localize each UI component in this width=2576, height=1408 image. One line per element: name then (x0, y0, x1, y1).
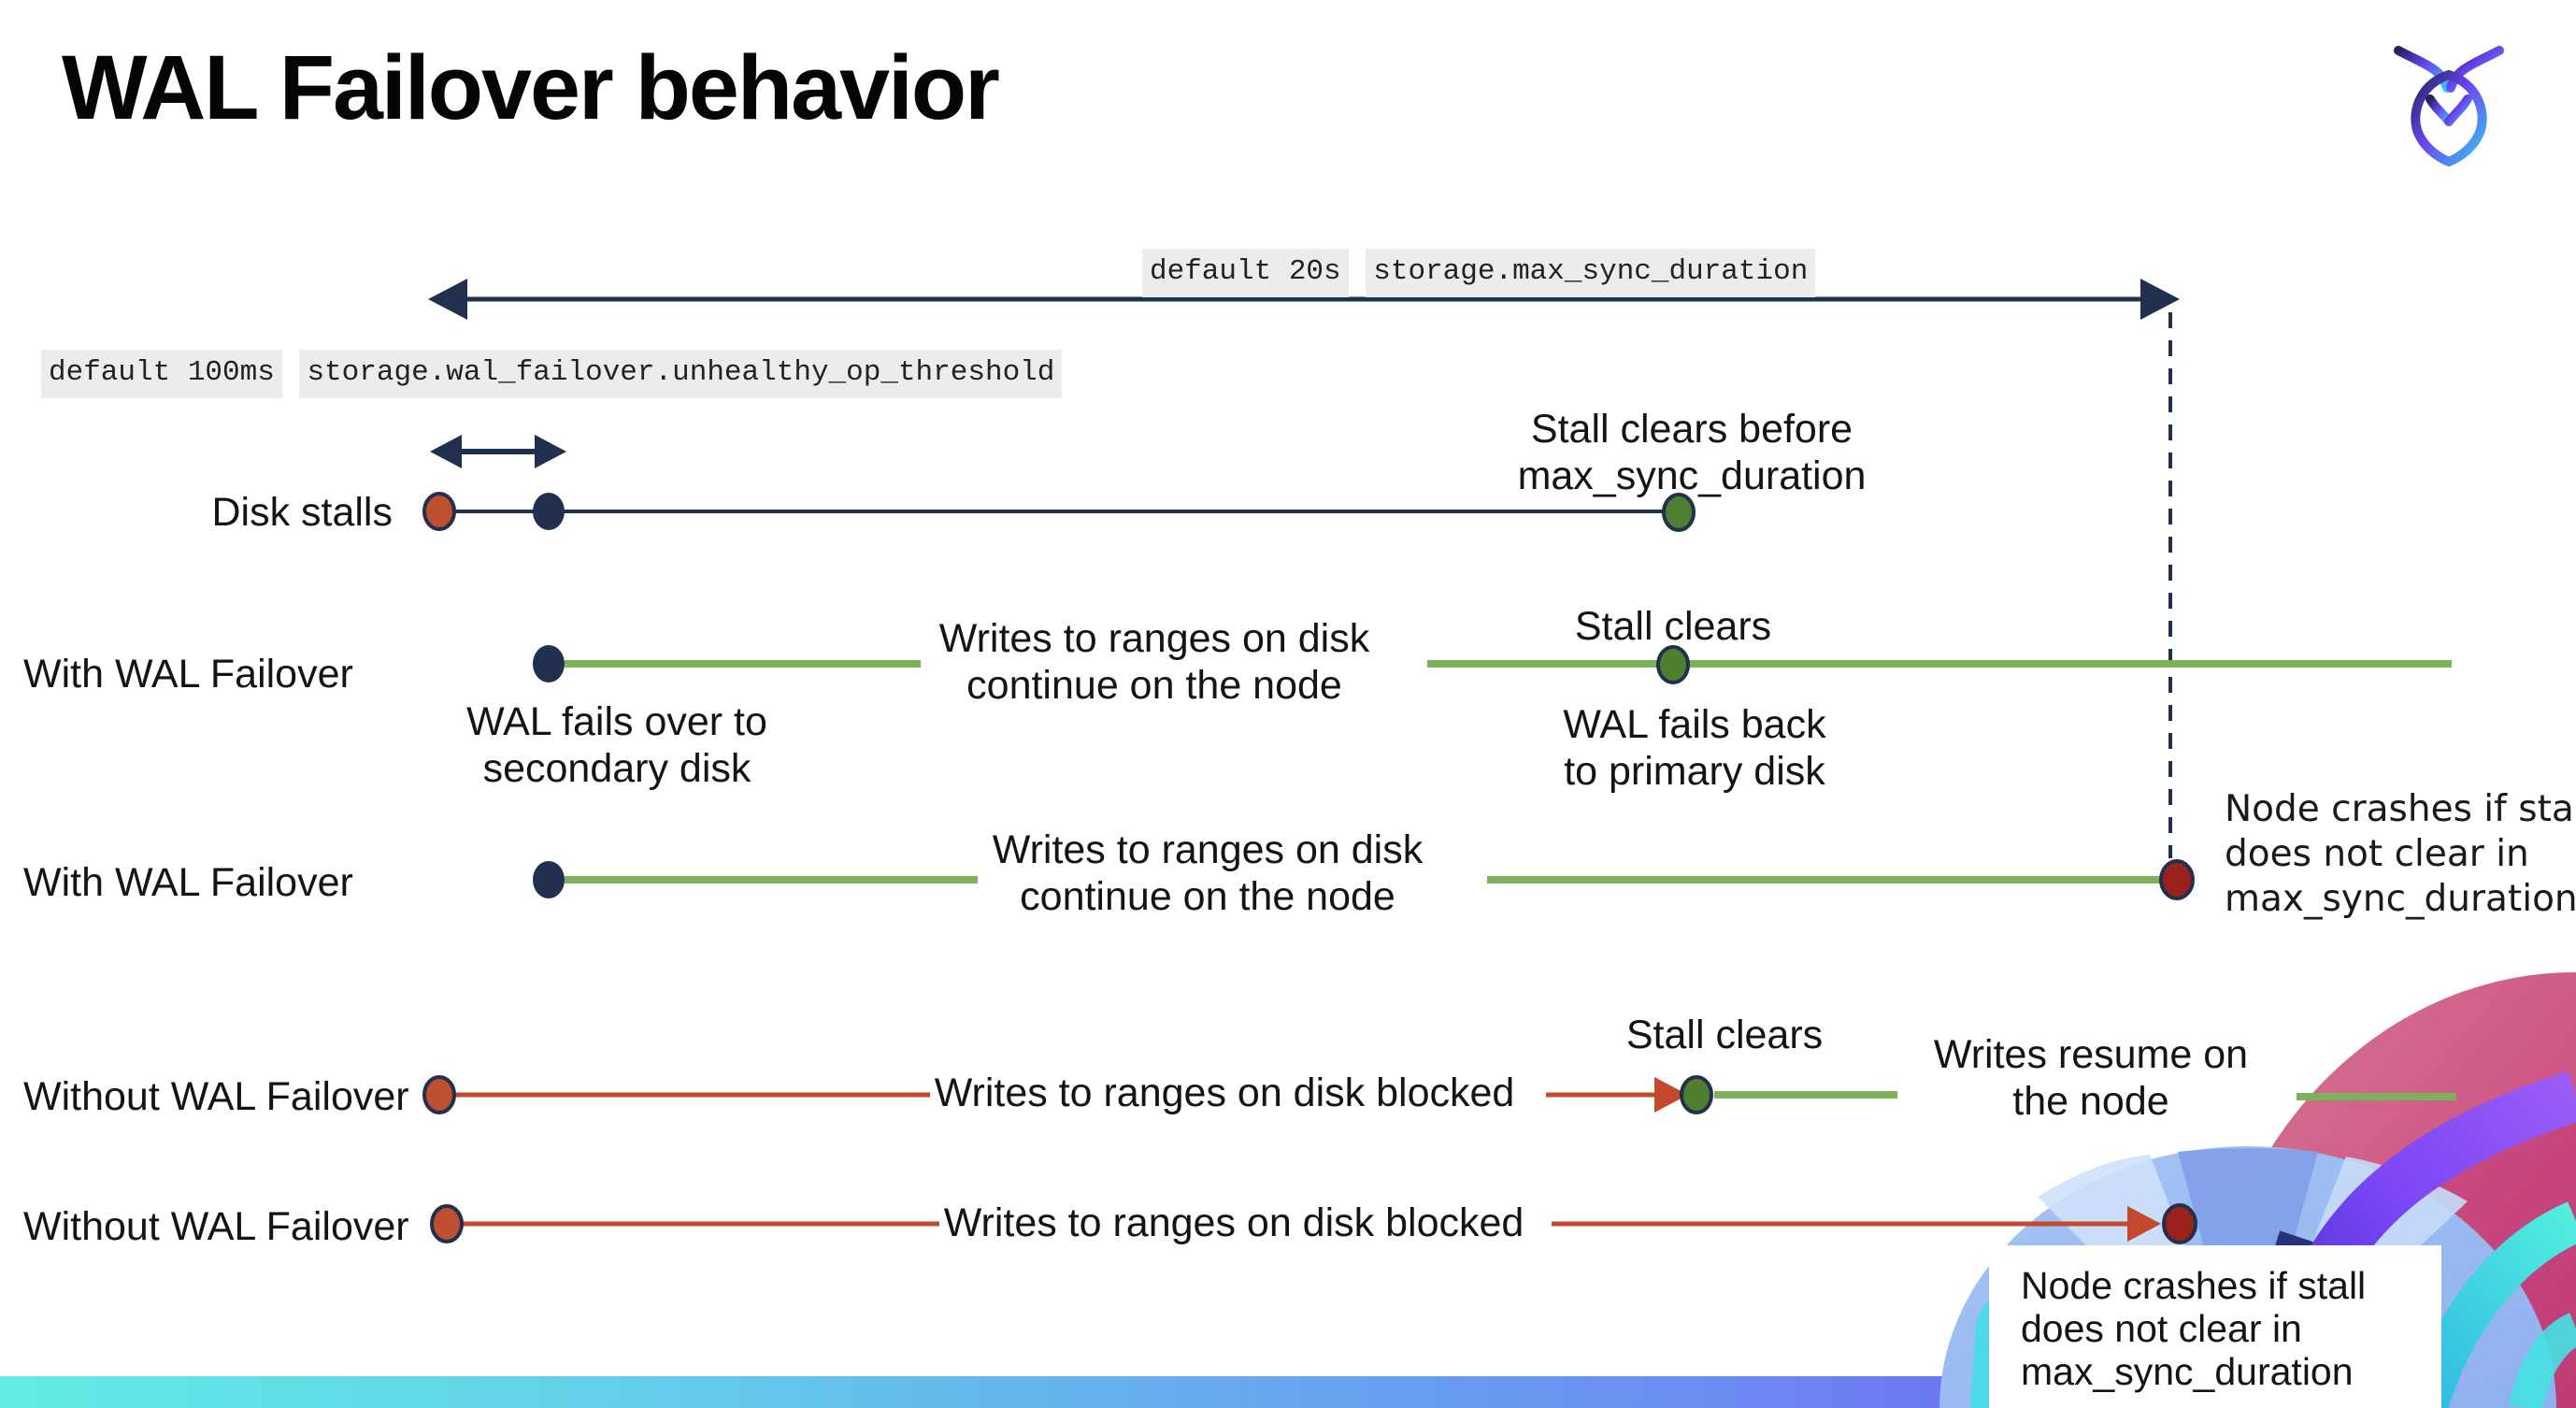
note-wal-fails-back: WAL fails back to primary disk (1563, 702, 1826, 794)
node-crash-dot (2159, 859, 2195, 900)
stall-clears-dot (1656, 645, 1690, 684)
setting-default-value: default 20s (1142, 249, 1349, 297)
note-writes-blocked-2: Writes to ranges on disk blocked (943, 1200, 1524, 1245)
deco-cyan-arc (2509, 1313, 2576, 1408)
note-writes-continue-2: Writes to ranges on disk continue on the… (992, 827, 1424, 919)
row-label-with-wal-failover-2: With WAL Failover (23, 860, 353, 905)
note-writes-resume: Writes resume on the node (1933, 1032, 2249, 1124)
note-node-crashes-2: Node crashes if stall does not clear in … (2021, 1264, 2367, 1393)
stall-start-dot (430, 1204, 464, 1243)
cockroachdb-logo-icon (2394, 46, 2504, 166)
row-label-disk-stalls: Disk stalls (211, 490, 393, 535)
row-with-wal-failover-1-line (533, 645, 2452, 684)
note-node-crashes-1: Node crashes if stall does not clear in … (2225, 788, 2576, 920)
stall-clears-dot (1662, 493, 1696, 532)
row-label-with-wal-failover-1: With WAL Failover (23, 652, 353, 697)
failover-dot (533, 861, 565, 898)
unhealthy-op-threshold-arrow (430, 435, 566, 468)
stall-start-dot (422, 492, 456, 531)
note-writes-continue-1: Writes to ranges on disk continue on the… (938, 616, 1370, 708)
failover-dot (533, 645, 565, 682)
setting-default-value: default 100ms (41, 350, 282, 398)
note-stall-clears-2: Stall clears (1625, 1013, 1824, 1057)
setting-name: storage.max_sync_duration (1366, 249, 1816, 297)
row-label-without-wal-failover-2: Without WAL Failover (23, 1204, 409, 1249)
page-title: WAL Failover behavior (62, 36, 1000, 138)
setting-name: storage.wal_failover.unhealthy_op_thresh… (299, 350, 1063, 398)
stall-start-dot (422, 1075, 456, 1114)
max-sync-duration-setting: default 20s storage.max_sync_duration (1142, 247, 1816, 297)
note-writes-blocked-1: Writes to ranges on disk blocked (934, 1070, 1515, 1115)
note-stall-clears-1: Stall clears (1574, 604, 1772, 649)
unhealthy-op-threshold-setting: default 100ms storage.wal_failover.unhea… (41, 348, 1063, 398)
row-label-without-wal-failover-1: Without WAL Failover (23, 1074, 409, 1119)
note-stall-clears-before: Stall clears before max_sync_duration (1517, 407, 1867, 498)
note-wal-fails-over: WAL fails over to secondary disk (466, 699, 767, 791)
crash-callout-box (1989, 1245, 2441, 1408)
failover-threshold-dot (533, 493, 565, 530)
stall-clears-dot (1680, 1075, 1713, 1114)
